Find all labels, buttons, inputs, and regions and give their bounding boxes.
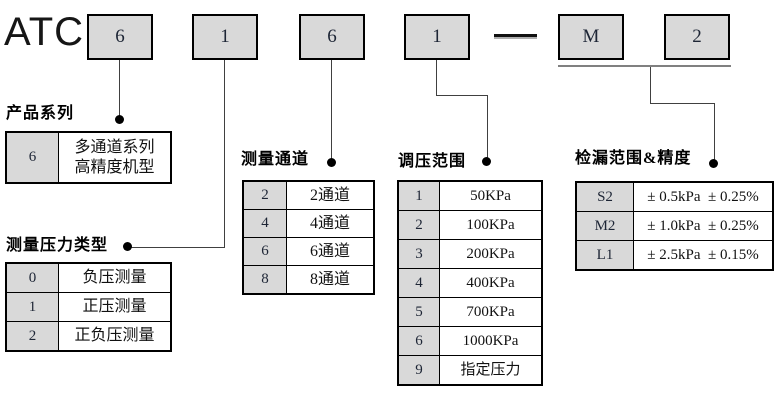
table-row: 3 200KPa xyxy=(397,239,543,269)
table-row: 1 50KPa xyxy=(397,180,543,211)
connector-line-series xyxy=(119,60,120,121)
row-value-cell: 负压测量 xyxy=(58,262,172,293)
row-key-cell: 2 xyxy=(397,210,440,240)
row-key-cell: 4 xyxy=(397,268,440,298)
connector-line-pressure-type-h xyxy=(128,247,225,248)
table-row: 4 400KPa xyxy=(397,268,543,298)
table-row: 2 100KPa xyxy=(397,210,543,240)
code-box-pressure-type: 1 xyxy=(192,14,258,60)
row-value-cell: 2通道 xyxy=(286,180,375,210)
row-value-cell: 4通道 xyxy=(286,209,375,238)
table-row: M2 ± 1.0kPa ± 0.25% xyxy=(575,211,774,241)
code-box-leak-grade: M xyxy=(558,14,624,60)
connector-line-pressure-type-v xyxy=(224,60,225,248)
connector-dot-pressure-type xyxy=(123,242,132,251)
channels-table: 2 2通道 4 4通道 6 6通道 8 8通道 xyxy=(242,180,375,295)
connector-line-range-v2 xyxy=(487,95,488,163)
table-row: 5 700KPa xyxy=(397,297,543,327)
row-value-cell: 100KPa xyxy=(439,210,543,240)
row-key-cell: 0 xyxy=(5,262,59,293)
row-key-cell: 9 xyxy=(397,355,440,386)
table-row: 1 正压测量 xyxy=(5,292,172,322)
table-row: 2 2通道 xyxy=(242,180,375,210)
row-value-cell: 700KPa xyxy=(439,297,543,327)
row-key-cell: 6 xyxy=(397,326,440,356)
leak-table: S2 ± 0.5kPa ± 0.25% M2 ± 1.0kPa ± 0.25% … xyxy=(575,181,774,271)
row-value-cell: 正负压测量 xyxy=(58,321,172,352)
row-value-cell: 200KPa xyxy=(439,239,543,269)
row-value-cell: 400KPa xyxy=(439,268,543,298)
row-value-cell: 6通道 xyxy=(286,237,375,266)
connector-dot-series xyxy=(115,115,124,124)
section-title-channels: 测量通道 xyxy=(241,151,310,168)
range-table: 1 50KPa 2 100KPa 3 200KPa 4 400KPa 5 700… xyxy=(397,180,543,386)
row-key-cell: 6 xyxy=(5,131,59,184)
code-box-channels: 6 xyxy=(299,14,365,60)
table-row: 9 指定压力 xyxy=(397,355,543,386)
row-key-cell: 5 xyxy=(397,297,440,327)
connector-line-leak-h xyxy=(650,103,715,104)
table-row: 4 4通道 xyxy=(242,209,375,238)
connector-line-leak-v2 xyxy=(714,103,715,165)
row-key-cell: 6 xyxy=(242,237,287,266)
table-row: 0 负压测量 xyxy=(5,262,172,293)
table-row: 6 多通道系列 高精度机型 xyxy=(5,131,172,184)
row-key-cell: 4 xyxy=(242,209,287,238)
section-title-series: 产品系列 xyxy=(6,105,75,122)
connector-dot-leak xyxy=(709,159,718,168)
leak-group-underline xyxy=(558,65,731,67)
row-key-cell: 8 xyxy=(242,265,287,295)
table-row: 6 1000KPa xyxy=(397,326,543,356)
row-key-cell: L1 xyxy=(575,240,634,271)
row-key-cell: 2 xyxy=(5,321,59,352)
row-value-cell: 1000KPa xyxy=(439,326,543,356)
row-value-cell: 50KPa xyxy=(439,180,543,211)
connector-dot-channels xyxy=(327,158,336,167)
brand-prefix: ATC xyxy=(4,10,85,54)
table-row: L1 ± 2.5kPa ± 0.15% xyxy=(575,240,774,271)
row-value-cell: ± 1.0kPa ± 0.25% xyxy=(633,211,774,241)
row-key-cell: S2 xyxy=(575,181,634,212)
series-table: 6 多通道系列 高精度机型 xyxy=(5,131,172,184)
row-value-cell: 8通道 xyxy=(286,265,375,295)
code-separator-dash xyxy=(494,34,537,37)
row-value-cell: ± 2.5kPa ± 0.15% xyxy=(633,240,774,271)
connector-dot-range xyxy=(482,157,491,166)
row-value-cell: 指定压力 xyxy=(439,355,543,386)
row-value-cell: ± 0.5kPa ± 0.25% xyxy=(633,181,774,212)
row-key-cell: 1 xyxy=(5,292,59,322)
connector-line-channels xyxy=(331,60,332,164)
row-key-cell: 3 xyxy=(397,239,440,269)
connector-line-range-v1 xyxy=(436,60,437,96)
table-row: 2 正负压测量 xyxy=(5,321,172,352)
code-box-leak-class: 2 xyxy=(664,14,730,60)
table-row: 8 8通道 xyxy=(242,265,375,295)
connector-line-range-h xyxy=(436,95,488,96)
section-title-range: 调压范围 xyxy=(398,153,467,170)
row-key-cell: 1 xyxy=(397,180,440,211)
table-row: S2 ± 0.5kPa ± 0.25% xyxy=(575,181,774,212)
row-value-cell: 多通道系列 高精度机型 xyxy=(58,131,172,184)
pressure-type-table: 0 负压测量 1 正压测量 2 正负压测量 xyxy=(5,262,172,352)
row-value-cell: 正压测量 xyxy=(58,292,172,322)
row-key-cell: M2 xyxy=(575,211,634,241)
section-title-leak: 检漏范围&精度 xyxy=(575,150,692,167)
code-box-series: 6 xyxy=(87,14,153,60)
row-key-cell: 2 xyxy=(242,180,287,210)
code-box-range: 1 xyxy=(404,14,470,60)
table-row: 6 6通道 xyxy=(242,237,375,266)
connector-line-leak-v1 xyxy=(650,67,651,104)
section-title-pressure-type: 测量压力类型 xyxy=(6,237,109,254)
